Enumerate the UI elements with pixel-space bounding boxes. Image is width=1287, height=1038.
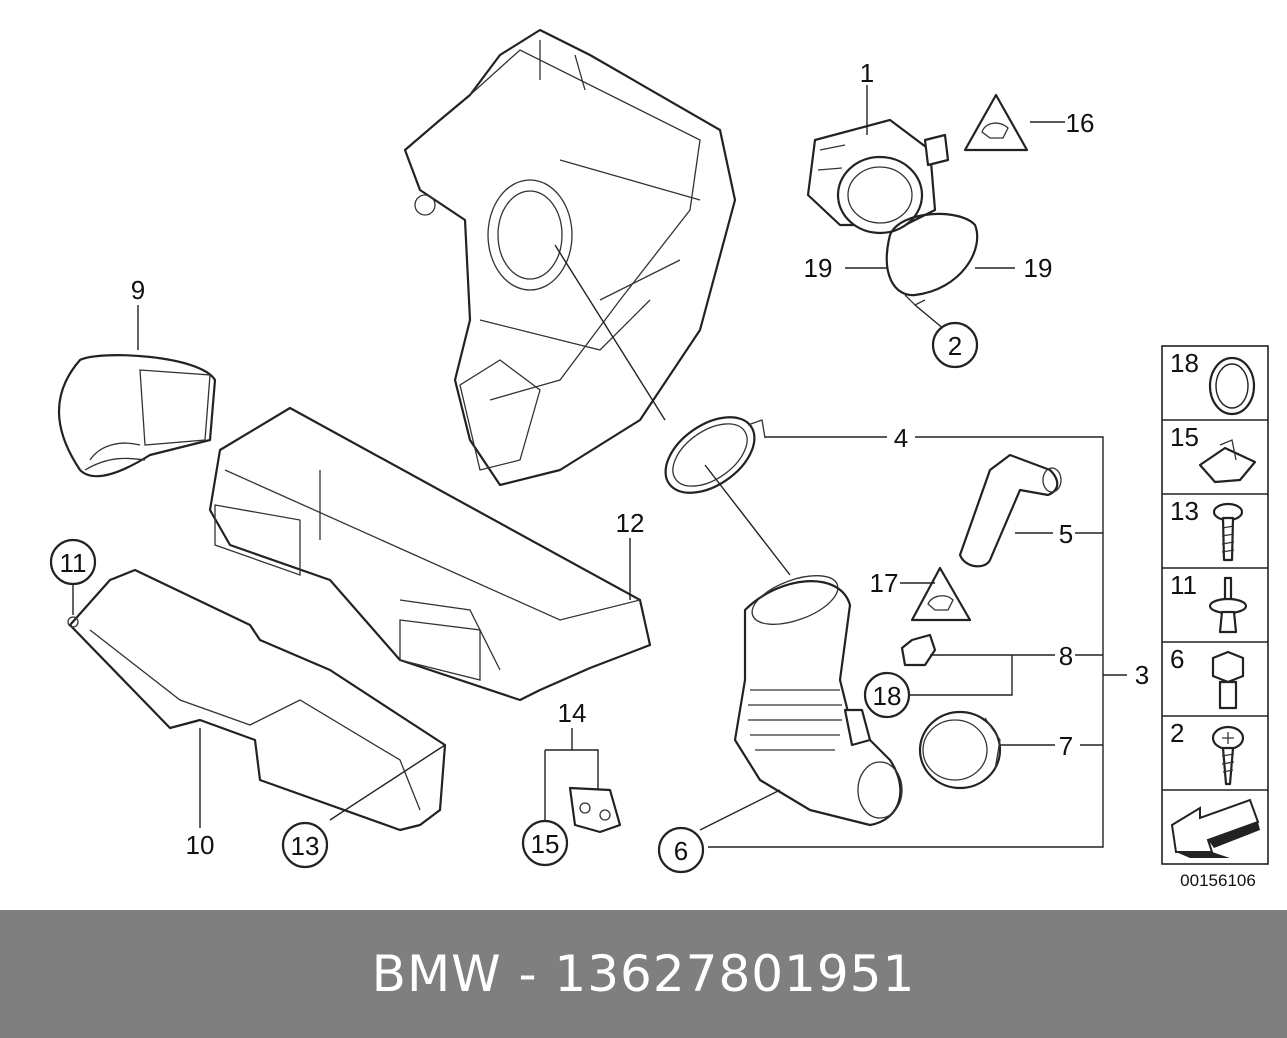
- screw-icon: [1212, 502, 1244, 562]
- vent-hose: [958, 453, 1062, 568]
- warning-triangle-17: [910, 566, 972, 622]
- callout-13: 13: [291, 831, 320, 861]
- legend-label-13: 13: [1170, 496, 1199, 526]
- callout-3: 3: [1135, 660, 1149, 690]
- callout-11: 11: [60, 548, 87, 578]
- leader-lines: [72, 85, 1127, 848]
- mass-air-flow-sensor: [806, 118, 950, 235]
- callout-circle-6: [657, 826, 705, 874]
- bracket-15: [568, 786, 622, 834]
- vent-nipple: [900, 633, 937, 667]
- expanding-rivet-icon: [1208, 576, 1248, 634]
- callout-19: 19: [804, 253, 833, 283]
- hardware-legend: 18 15 13 11 6 2: [1161, 345, 1269, 890]
- callout-18: 18: [873, 681, 902, 711]
- callout-10: 10: [186, 830, 215, 860]
- warning-triangle-16: [963, 93, 1029, 152]
- part-number-title: BMW - 13627801951: [371, 945, 916, 1003]
- legend-label-18: 18: [1170, 348, 1199, 378]
- callout-7: 7: [1059, 731, 1073, 761]
- callout-circle-11: [49, 538, 97, 586]
- callout-14: 14: [558, 698, 587, 728]
- callout-4: 4: [894, 423, 908, 453]
- hex-bolt-icon: [1211, 650, 1245, 710]
- callout-19: 19: [1024, 253, 1053, 283]
- callout-17: 17: [870, 568, 899, 598]
- legend-label-6: 6: [1170, 644, 1184, 674]
- hose-clamp: [664, 416, 766, 494]
- callout-8: 8: [1059, 641, 1073, 671]
- air-filter-housing: [403, 28, 737, 487]
- rubber-seal: [918, 710, 1002, 790]
- legend-label-11: 11: [1170, 570, 1197, 600]
- air-duct-10: [67, 568, 447, 832]
- callout-16: 16: [1066, 108, 1095, 138]
- intake-snorkel-12: [208, 406, 652, 702]
- clip-nut-icon: [1198, 439, 1257, 484]
- legend-label-15: 15: [1170, 422, 1199, 452]
- o-ring-icon: [1208, 356, 1256, 416]
- callout-1: 1: [860, 58, 874, 88]
- callout-circle-18: [863, 671, 911, 719]
- callout-12: 12: [616, 508, 645, 538]
- self-tapping-screw-icon: [1211, 725, 1245, 786]
- callout-2: 2: [948, 331, 962, 361]
- intake-duct-9: [57, 354, 217, 478]
- callout-5: 5: [1059, 519, 1073, 549]
- callout-9: 9: [131, 275, 145, 305]
- catalog-code: 00156106: [1180, 871, 1256, 890]
- callout-15: 15: [531, 829, 560, 859]
- direction-arrow-icon: [1170, 798, 1260, 858]
- callout-6: 6: [674, 836, 688, 866]
- callouts: 1 16 19 19 2 9 4 5 12 11 17 8 3 18 14 7 …: [49, 58, 1149, 874]
- callout-circle-13: [281, 821, 329, 869]
- legend-label-2: 2: [1170, 718, 1184, 748]
- footer-bar: BMW - 13627801951: [0, 910, 1287, 1038]
- parts-diagram: 1 16 19 19 2 9 4 5 12 11 17 8 3 18 14 7 …: [49, 28, 1269, 890]
- callout-circle-15: [521, 819, 569, 867]
- intake-boot: [733, 575, 903, 827]
- callout-circle-2: [931, 321, 979, 369]
